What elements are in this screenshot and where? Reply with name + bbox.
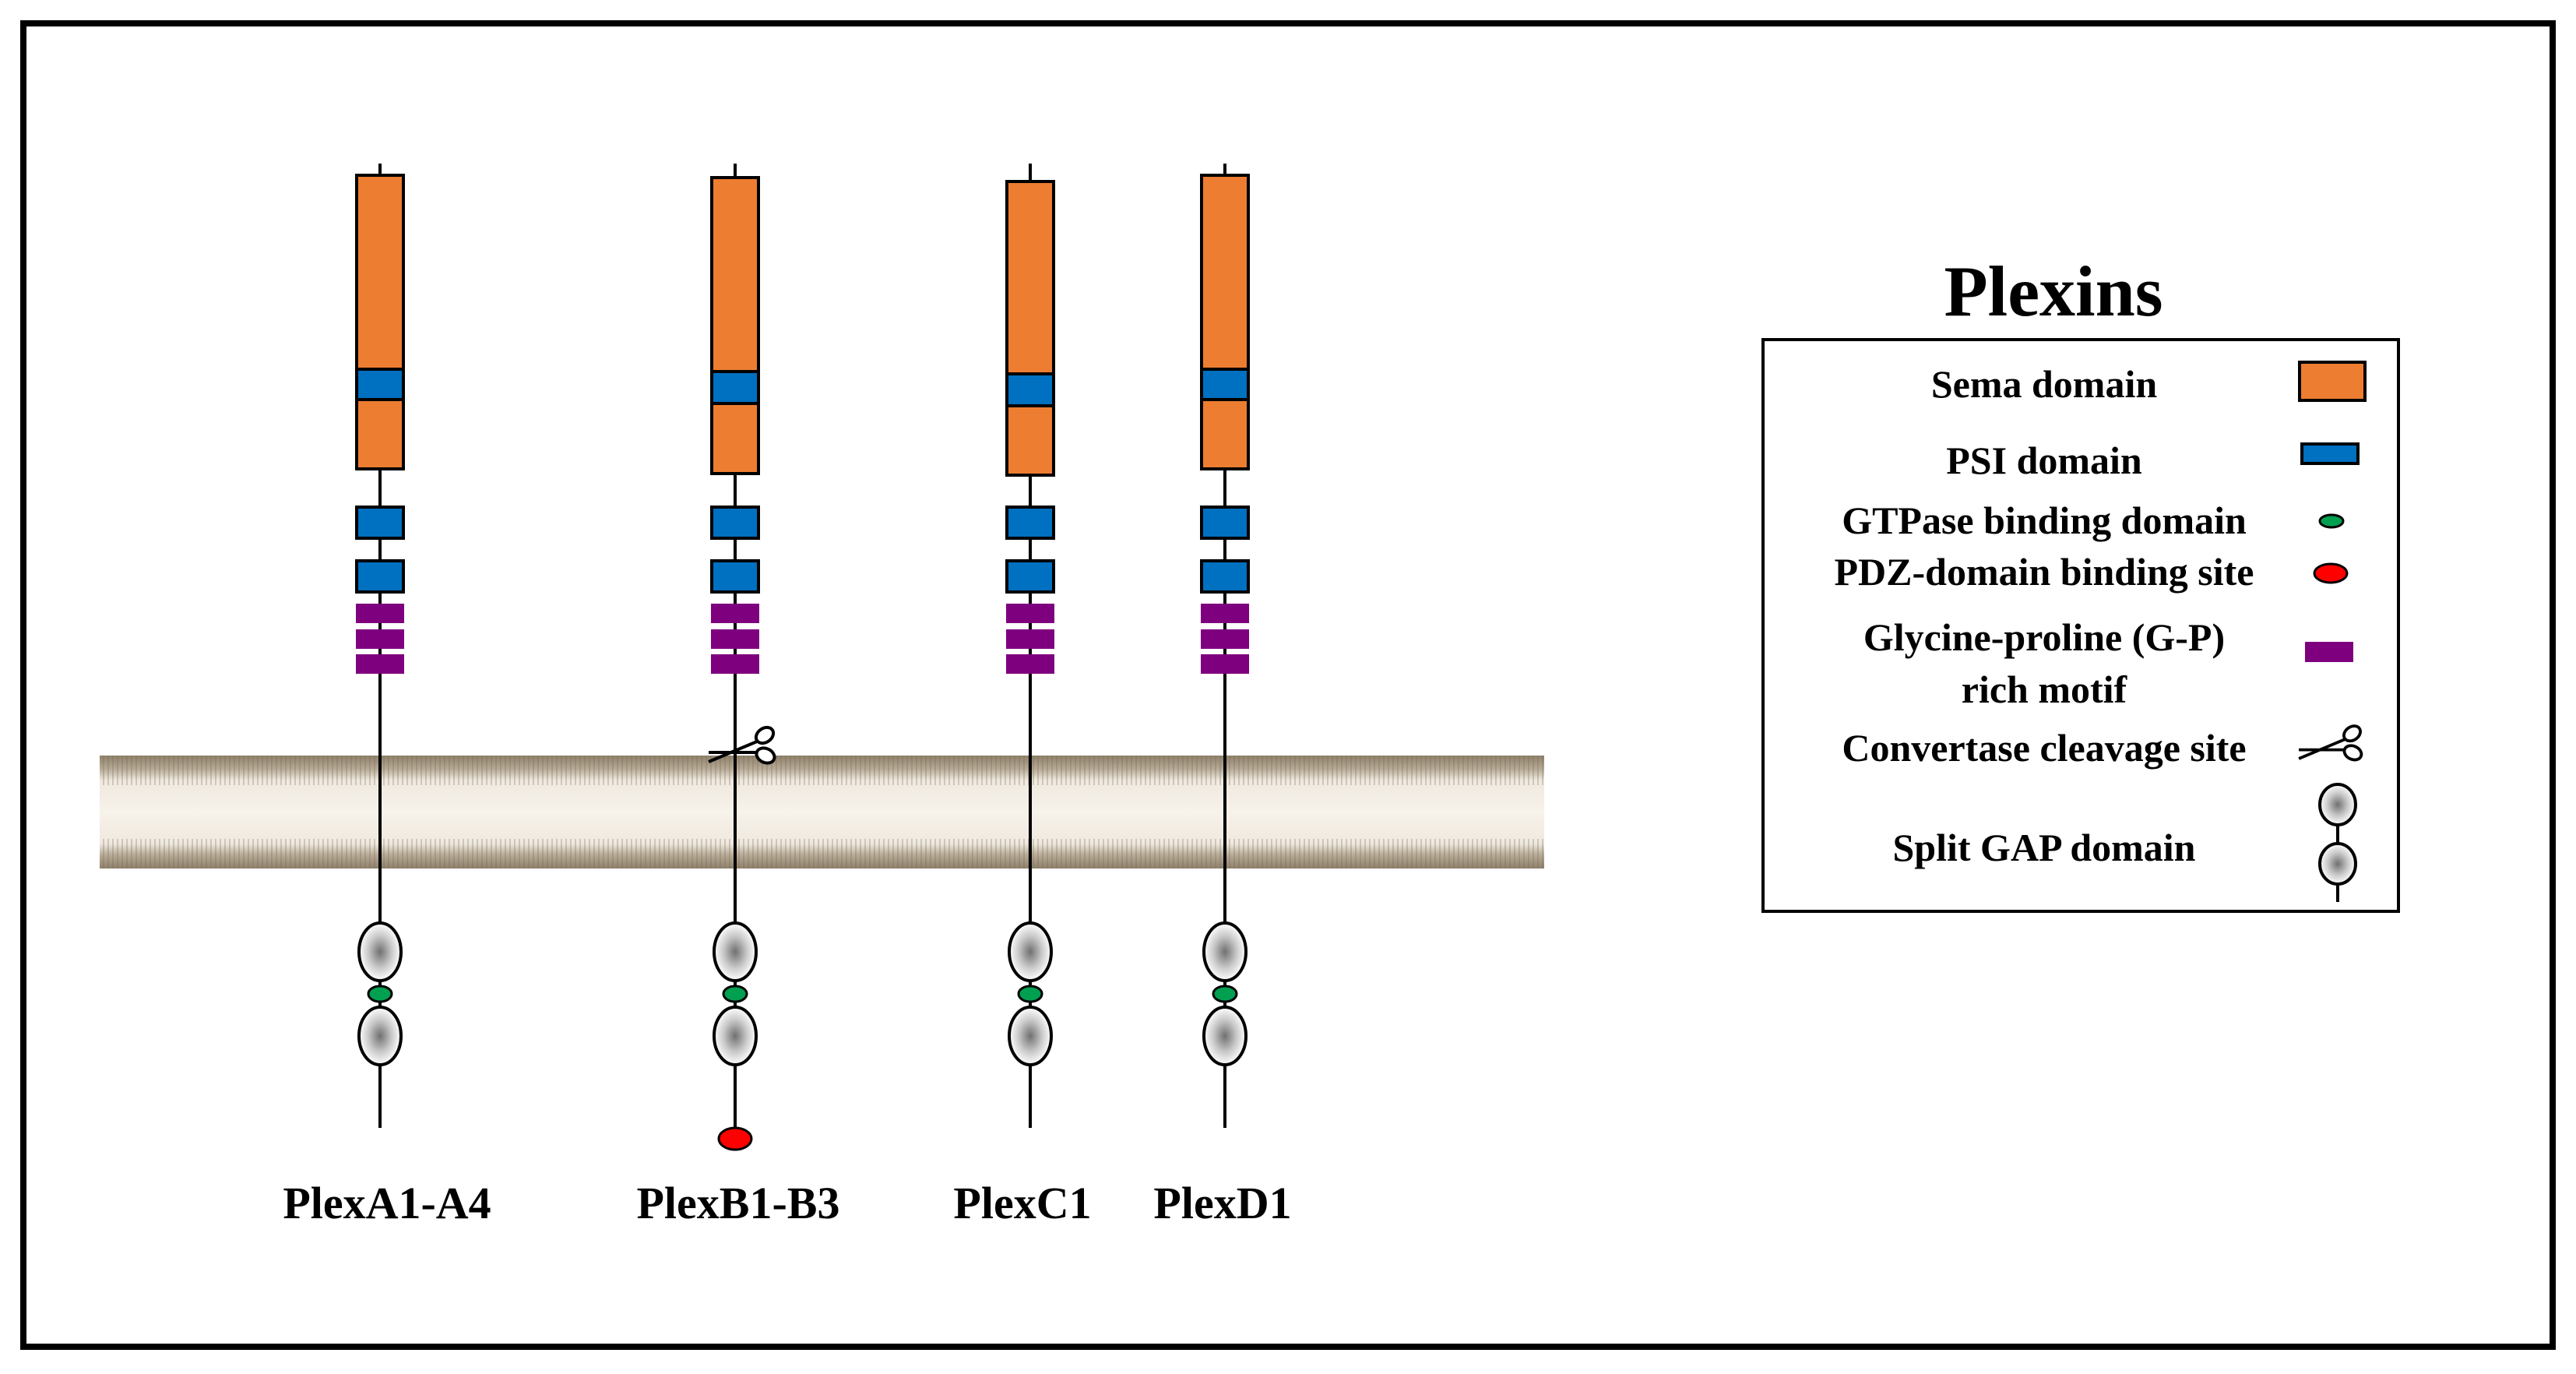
legend-pdz-symbol [2313, 562, 2349, 584]
legend-gap-symbol [2318, 783, 2357, 826]
split-gap-domain [713, 1006, 758, 1066]
legend-gp-label-1: Glycine-proline (G-P) [1863, 615, 2225, 659]
legend-box [1761, 338, 2400, 913]
legend-sema-label: Sema domain [1931, 362, 2158, 406]
gtpase-binding-domain [1017, 985, 1043, 1003]
protein-plexc [1005, 164, 1055, 1128]
split-gap-domain [1008, 921, 1053, 982]
protein-label-plexd: PlexD1 [1153, 1178, 1291, 1228]
legend-title: Plexins [1944, 252, 2163, 331]
legend-pdz-label: PDZ-domain binding site [1834, 550, 2254, 594]
protein-plexb [708, 164, 776, 1151]
legend-psi-label: PSI domain [1946, 439, 2142, 482]
split-gap-domain [713, 921, 758, 982]
protein-label-plexa: PlexA1-A4 [283, 1178, 491, 1228]
legend-gap-symbol [2318, 842, 2357, 886]
gp-motif [1006, 654, 1054, 674]
scissors-icon [708, 725, 776, 765]
split-gap-domain [357, 1006, 403, 1066]
gp-motif [1006, 629, 1054, 649]
pdz-binding-site [717, 1126, 753, 1151]
legend-gap-label: Split GAP domain [1893, 826, 2196, 869]
psi-domain [1200, 368, 1250, 401]
psi-domain [710, 506, 760, 540]
gp-motif [356, 604, 404, 623]
legend-scissors-icon [2298, 724, 2363, 762]
psi-domain [1005, 559, 1055, 594]
gp-motif [711, 654, 759, 674]
protein-plexa [355, 164, 405, 1128]
gp-motif [711, 629, 759, 649]
split-gap-domain [1202, 921, 1248, 982]
gp-motif [356, 654, 404, 674]
legend-gp-label-2: rich motif [1962, 668, 2128, 711]
gp-motif [1006, 604, 1054, 623]
psi-domain [1200, 506, 1250, 540]
legend-gtpase-symbol [2318, 513, 2345, 529]
psi-domain [355, 506, 405, 540]
psi-domain [355, 559, 405, 594]
sema-domain [355, 174, 405, 470]
gp-motif [711, 604, 759, 623]
gtpase-binding-domain [367, 985, 393, 1003]
legend-symbols [2298, 361, 2367, 902]
protein-label-plexc: PlexC1 [953, 1178, 1091, 1228]
psi-domain [355, 368, 405, 401]
psi-domain [1005, 506, 1055, 540]
gtpase-binding-domain [722, 985, 748, 1003]
psi-domain [1005, 372, 1055, 407]
protein-plexd [1200, 164, 1250, 1128]
split-gap-domain [1202, 1006, 1248, 1066]
plexin-proteins [355, 164, 1250, 1151]
protein-label-plexb: PlexB1-B3 [637, 1178, 840, 1228]
gtpase-binding-domain [1212, 985, 1238, 1003]
sema-domain [1200, 174, 1250, 470]
gp-motif [1201, 604, 1249, 623]
legend-sema-symbol [2298, 361, 2367, 402]
legend-convertase-label: Convertase cleavage site [1842, 726, 2246, 770]
sema-domain [1005, 180, 1055, 477]
psi-domain [710, 370, 760, 405]
gp-motif [1201, 654, 1249, 674]
split-gap-domain [357, 921, 403, 982]
split-gap-domain [1008, 1006, 1053, 1066]
legend-gp-symbol [2305, 642, 2353, 662]
gp-motif [1201, 629, 1249, 649]
psi-domain [1200, 559, 1250, 594]
cell-membrane [100, 756, 1544, 868]
legend-psi-symbol [2300, 442, 2360, 465]
legend-gtpase-label: GTPase binding domain [1842, 499, 2247, 542]
gp-motif [356, 629, 404, 649]
psi-domain [710, 559, 760, 594]
sema-domain [710, 176, 760, 475]
